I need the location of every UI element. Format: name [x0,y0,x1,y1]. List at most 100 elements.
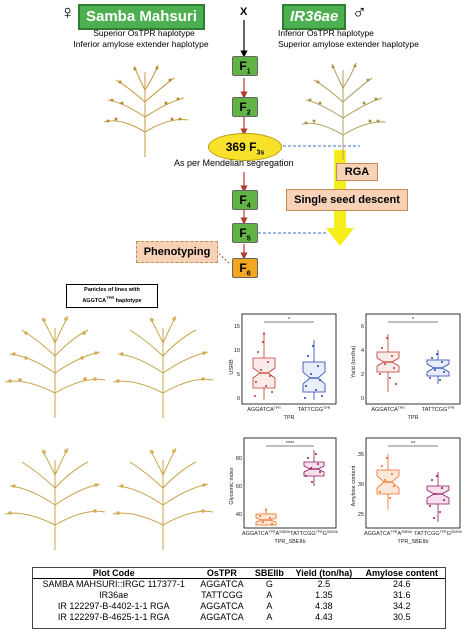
panicle-image-right-parent [301,62,387,160]
usrb-ytick-1: 5 [237,372,240,378]
panicle-label-line1: Panicles of lines with [84,287,140,293]
plot-yield: Yield (ton/ha) 0 2 4 6 * AGGATCATPR TATT… [351,313,461,421]
cell-ostpr: AGGATCA [200,612,244,622]
f1-sub: 1 [246,68,251,76]
panicle-photo-grid [4,315,214,551]
header-ostpr: OsTPR [194,568,250,579]
yield-ytick-2: 4 [361,348,364,354]
gi-ytick-0: 40 [236,512,242,518]
cell-amylose: 34.2 [393,601,411,611]
gi-ytick-2: 80 [236,456,242,462]
cell-sbeiib: A [266,612,273,622]
generation-f5: F5 [232,223,258,243]
gi-xlabel: TPR_SBEIIb [274,539,305,545]
cell-amylose: 31.6 [393,590,411,600]
yield-xcat2: TATTCGGTPR [422,406,455,413]
f3s-base: 369 F [225,140,257,154]
ssd-box: Single seed descent [286,189,408,211]
gi-box-2 [303,450,325,486]
phenotyping-box: Phenotyping [136,241,218,263]
header-sbeiib: SBEIIb [249,568,290,579]
header-yield: Yield (ton/ha) [289,568,359,579]
left-haplotype-2: Inferior amylose extender haplotype [73,39,209,49]
right-haplotype-1: Inferior OsTPR haplotype [278,28,374,38]
table-row: IR 122297-B-4402-1-1 RGA AGGATCA A 4.38 … [33,601,445,612]
cell-sbeiib: G [265,579,273,589]
cell-plot-code: IR 122297-B-4402-1-1 RGA [57,601,170,611]
cell-yield: 4.38 [315,601,333,611]
mendelian-text: As per Mendelian segregation [174,158,294,168]
plot-usrb: USRB 0 5 10 15 * AGGATCATPR TATTCGGTPR T… [229,313,337,421]
results-table-container: Plot Code OsTPR SBEIIb Yield (ton/ha) Am… [32,567,446,629]
gi-sig: **** [286,441,295,447]
yield-ylabel: Yield (ton/ha) [351,346,357,379]
f4-sub: 4 [246,202,251,210]
rga-arrow-head [326,228,354,246]
yield-ytick-0: 0 [361,396,364,402]
cell-yield: 1.35 [315,590,333,600]
cell-plot-code: SAMBA MAHSURI::IRGC 117377-1 [42,579,185,589]
table-row: IR 122297-B-4625-1-1 RGA AGGATCA A 4.43 … [33,612,445,623]
usrb-xcat1: AGGATCATPR [247,406,281,413]
gi-ytick-1: 60 [236,484,242,490]
usrb-ytick-2: 10 [234,348,240,354]
female-symbol: ♀ [60,2,75,24]
cell-ostpr: TATTCGG [201,590,243,600]
table-row: IR36ae TATTCGG A 1.35 31.6 [33,590,445,601]
cell-amylose: 24.6 [393,579,411,589]
cell-yield: 2.5 [317,579,331,589]
cell-ostpr: AGGATCA [200,601,244,611]
panicle-lines-label: Panicles of lines with AGGTCATPR haploty… [66,284,158,308]
parent-ir36ae: IR36ae [282,4,347,30]
f4-base: F [239,193,247,207]
right-haplotype-2: Superior amylose extender haplotype [278,39,419,49]
f5-sub: 5 [246,235,251,243]
yield-ytick-3: 6 [361,324,364,330]
gi-xcat2: TATTCGGTPRGSBEIIb [290,530,338,537]
parent-name-left: Samba Mahsuri [86,8,197,25]
generation-f2: F2 [232,97,258,117]
f3s-sub: 3s [256,149,265,157]
generation-f6: F6 [232,258,258,278]
usrb-ytick-0: 0 [237,396,240,402]
yield-ytick-1: 2 [361,372,364,378]
f6-sub: 6 [246,270,251,278]
plot-glycemic-index: Glycemic index 40 60 80 **** AGGATCATPRA… [229,437,338,545]
usrb-xlabel: TPR [284,415,295,421]
cell-plot-code: IR 122297-B-4625-1-1 RGA [57,612,170,622]
male-symbol: ♂ [352,2,367,24]
amylose-box-1 [376,454,400,510]
amylose-ylabel: Amylose content [351,465,357,506]
cell-ostpr: AGGATCA [200,579,244,589]
rga-box: RGA [336,163,378,181]
yield-sig: * [412,317,415,323]
yield-xlabel: TPR [408,415,419,421]
amylose-ytick-2: 35 [358,452,364,458]
table-header-row: Plot Code OsTPR SBEIIb Yield (ton/ha) Am… [33,568,445,579]
usrb-xcat2: TATTCGGTPR [298,406,331,413]
cell-yield: 4.43 [315,612,333,622]
results-table: Plot Code OsTPR SBEIIb Yield (ton/ha) Am… [33,568,445,623]
header-plot-code: Plot Code [33,568,195,579]
amylose-ytick-1: 30 [358,482,364,488]
amylose-xlabel: TPR_SBEIIb [397,539,428,545]
generation-f3s: 369 F3s [208,133,282,161]
table-row: SAMBA MAHSURI::IRGC 117377-1 AGGATCA G 2… [33,579,445,591]
amylose-ytick-0: 25 [358,512,364,518]
f5-base: F [239,226,247,240]
f2-base: F [239,100,247,114]
usrb-sig: * [288,317,291,323]
usrb-ylabel: USRB [229,359,235,375]
header-amylose: Amylose content [358,568,445,579]
yield-xcat1: AGGATCATPR [371,406,405,413]
f2-sub: 2 [246,109,251,117]
gi-ylabel: Glycemic index [229,467,235,505]
cell-sbeiib: A [266,590,273,600]
cell-plot-code: IR36ae [99,590,129,600]
amylose-sig: ** [411,441,416,447]
generation-f1: F1 [232,56,258,76]
f1-base: F [239,59,247,73]
parent-samba-mahsuri: Samba Mahsuri [78,4,205,30]
usrb-box-1 [252,332,276,400]
parent-name-right: IR36ae [290,8,339,25]
